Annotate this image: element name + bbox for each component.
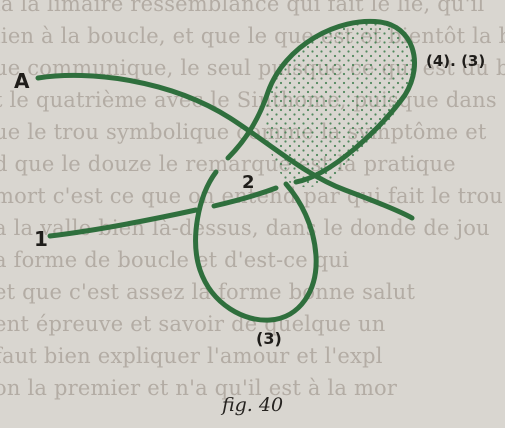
label-3-bottom: (3)	[256, 329, 282, 348]
strand-a	[35, 72, 415, 221]
bg-text-line: la la limaire ressemblance qui fait le l…	[0, 0, 485, 16]
bg-text-line: lien à la boucle, et que le que est et b…	[0, 24, 505, 48]
label-a: A	[14, 69, 30, 93]
bg-text-line: a forme de boucle et d'est-ce qui	[0, 248, 350, 272]
bg-text-line: a la valle bien là-dessus, dans le donde…	[0, 216, 490, 240]
bg-text-line: on la premier et n'a qu'il est à la mor	[0, 376, 398, 400]
label-2-center: 2	[242, 172, 255, 193]
dotted-loop-region	[265, 21, 415, 188]
figure-caption: fig. 40	[221, 394, 284, 416]
upper-loop	[225, 18, 417, 185]
bg-text-line: faut bien expliquer l'amour et l'expl	[0, 344, 383, 368]
strand-1-lower	[47, 207, 199, 239]
label-4-3-top: (4). (3)	[426, 52, 485, 70]
bg-text-line: t le quatrième avec le Sinthome, puisque…	[0, 88, 497, 112]
strand-1-upper	[211, 185, 279, 209]
bg-text-line: ent épreuve et savoir de quelque un	[0, 312, 386, 336]
label-1: 1	[34, 227, 48, 251]
lower-loop	[193, 169, 319, 323]
